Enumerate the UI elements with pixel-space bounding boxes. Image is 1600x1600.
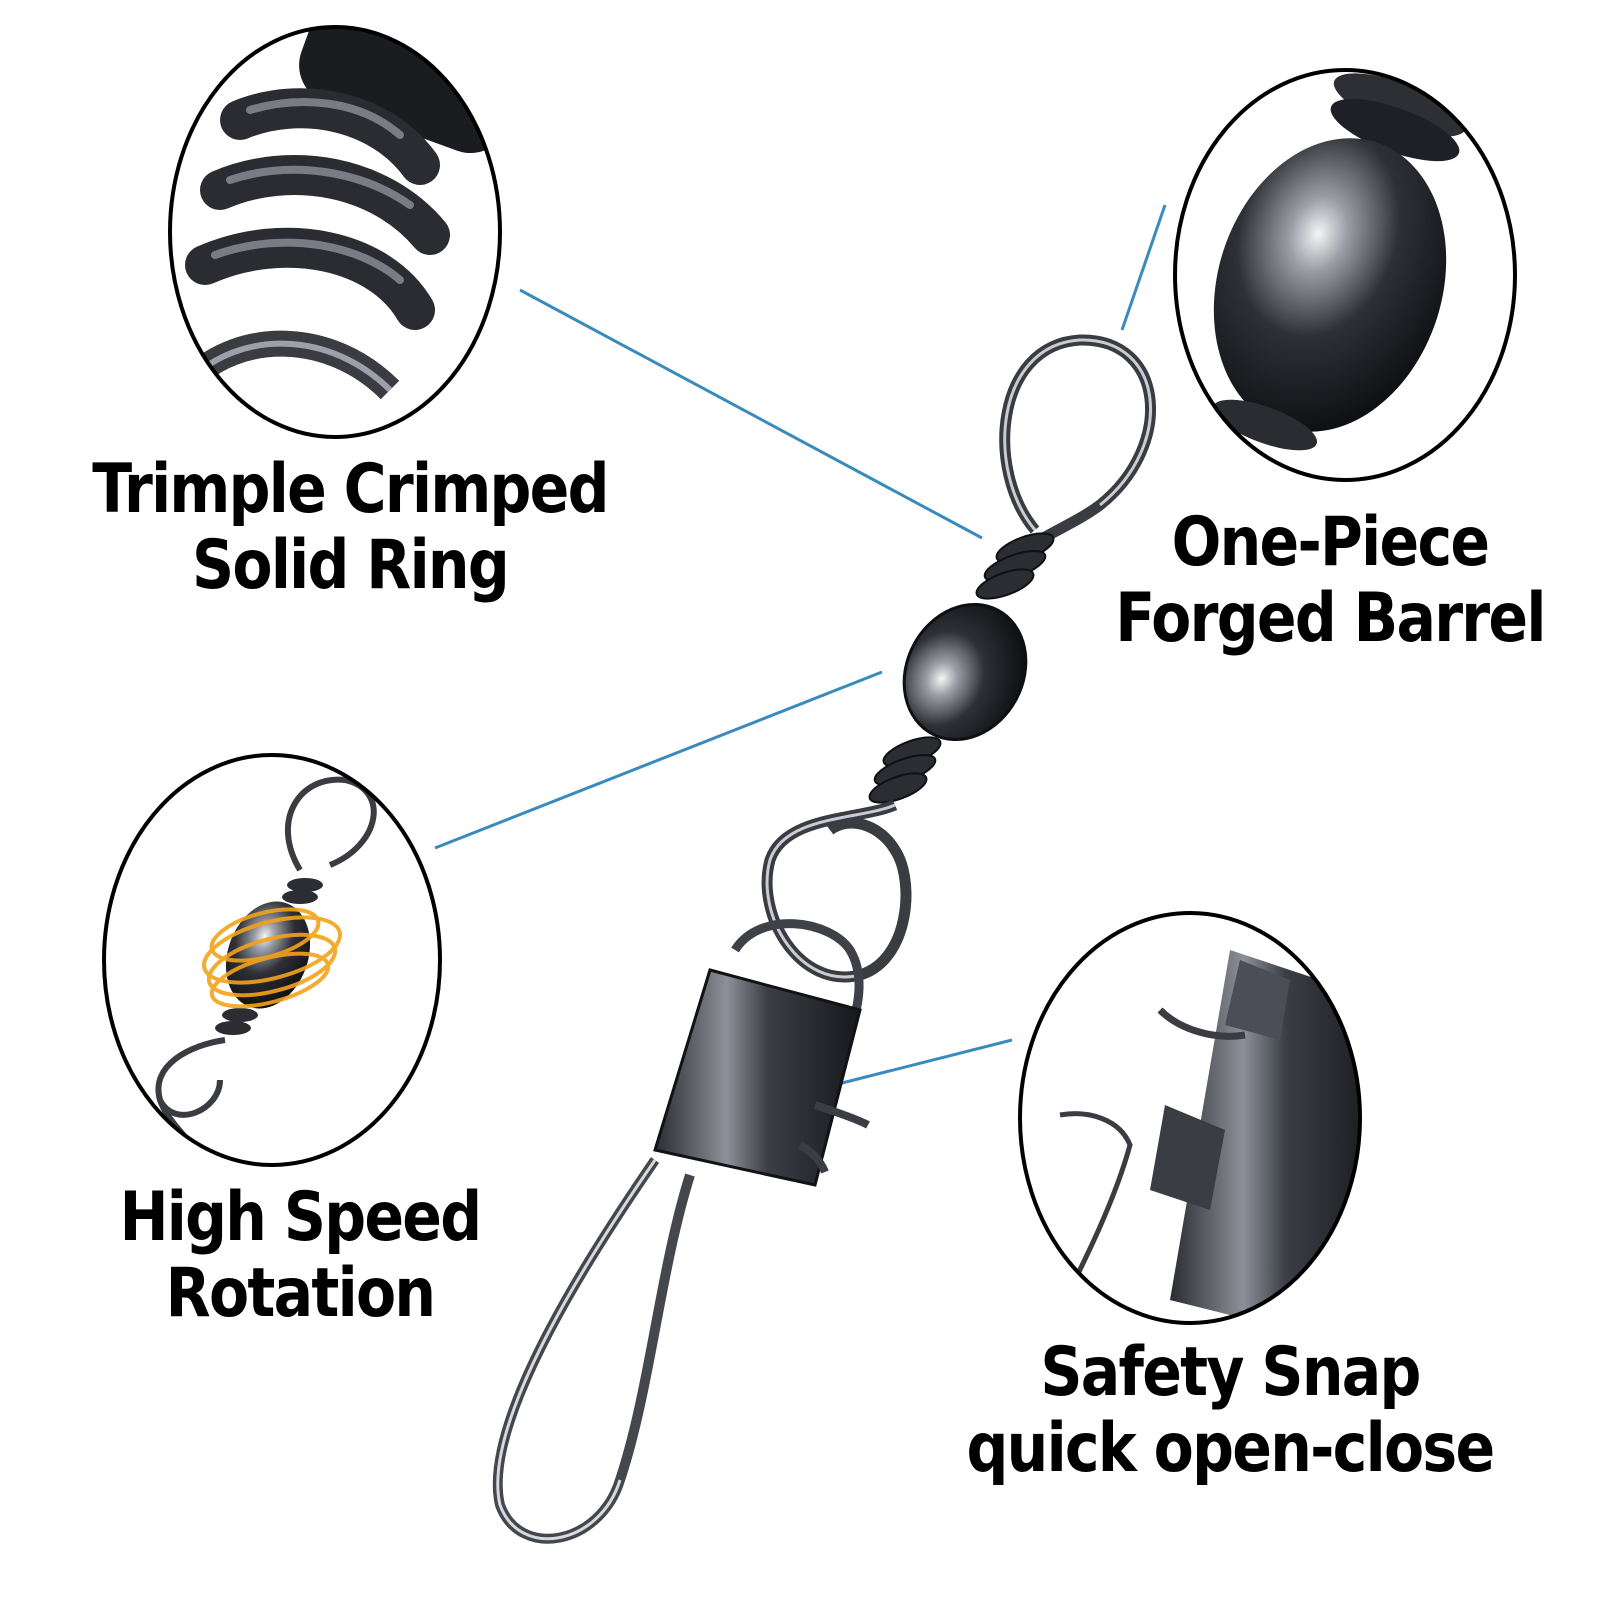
leader-line-snap [841,1038,1013,1085]
label-crimped-ring-line1: Trimple Crimped [92,450,609,529]
label-safety-snap-line2: quick open-close [966,1409,1496,1488]
snap-sleeve [653,968,862,1187]
label-crimped-ring-line2: Solid Ring [192,526,510,605]
label-high-speed-rotation: High Speed Rotation [94,1180,507,1332]
inset-crimped-ring [168,25,502,439]
label-forged-barrel-line2: Forged Barrel [1115,579,1546,658]
swivel-bottom-eye [761,799,912,983]
snap-loop [492,1157,695,1544]
swivel-barrel [902,602,1028,742]
leader-line-barrel [1120,204,1167,331]
leader-line-rotation [434,670,883,850]
leader-lines [434,204,1167,1085]
label-rotation-line1: High Speed [119,1178,483,1257]
swivel-main [492,334,1156,1544]
label-crimped-ring: Trimple Crimped Solid Ring [83,452,616,604]
inset-high-speed-rotation [102,753,442,1167]
inset-forged-barrel [1173,68,1517,482]
inset-safety-snap [1018,911,1362,1325]
rotation-glow-rings [201,907,343,1009]
snap-latch [813,1101,870,1129]
label-safety-snap: Safety Snap quick open-close [955,1335,1505,1487]
label-rotation-line2: Rotation [165,1254,436,1333]
label-forged-barrel: One-Piece Forged Barrel [1115,503,1546,658]
swivel-top-crimp [975,532,1055,600]
label-forged-barrel-line1: One-Piece [1171,503,1490,582]
swivel-bottom-crimp [868,736,942,804]
label-safety-snap-line1: Safety Snap [1040,1333,1421,1412]
leader-line-ring [519,288,983,540]
